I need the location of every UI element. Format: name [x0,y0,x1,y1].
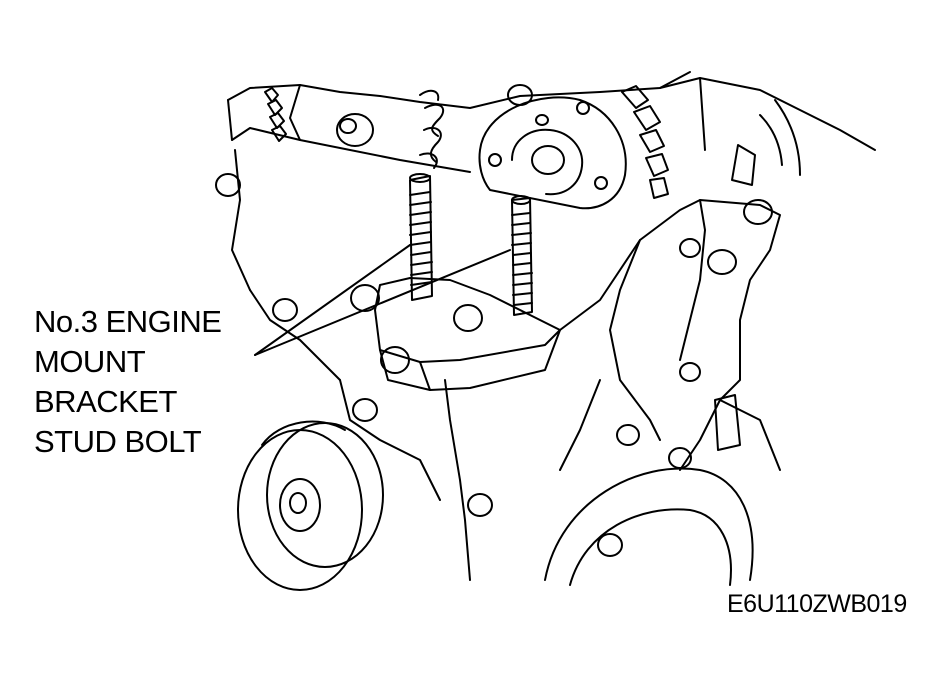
stud-bolt-callout-label: No.3 ENGINE MOUNT BRACKET STUD BOLT [34,302,222,462]
callout-line-2: MOUNT [34,344,146,379]
bracket-bolts [272,284,493,517]
callout-line-4: STUD BOLT [34,424,202,459]
stud-bolt-right [511,195,533,316]
upper-bolts [215,84,533,197]
camshaft-sprocket [478,96,627,210]
callout-leader-lines [254,244,511,356]
front-cover-outline [249,199,781,581]
figure-code: E6U110ZWB019 [727,590,907,618]
mount-bracket-pad [374,277,561,391]
stud-bolt-left [409,173,433,301]
idler-pulley [237,420,384,591]
cylinder-head-outline [227,71,876,291]
timing-chain-center [419,89,445,169]
timing-chain-left [264,87,287,142]
callout-line-1: No.3 ENGINE [34,304,222,339]
crankshaft-pulley [544,467,754,586]
callout-line-3: BRACKET [34,384,177,419]
timing-chain-right [621,85,669,199]
